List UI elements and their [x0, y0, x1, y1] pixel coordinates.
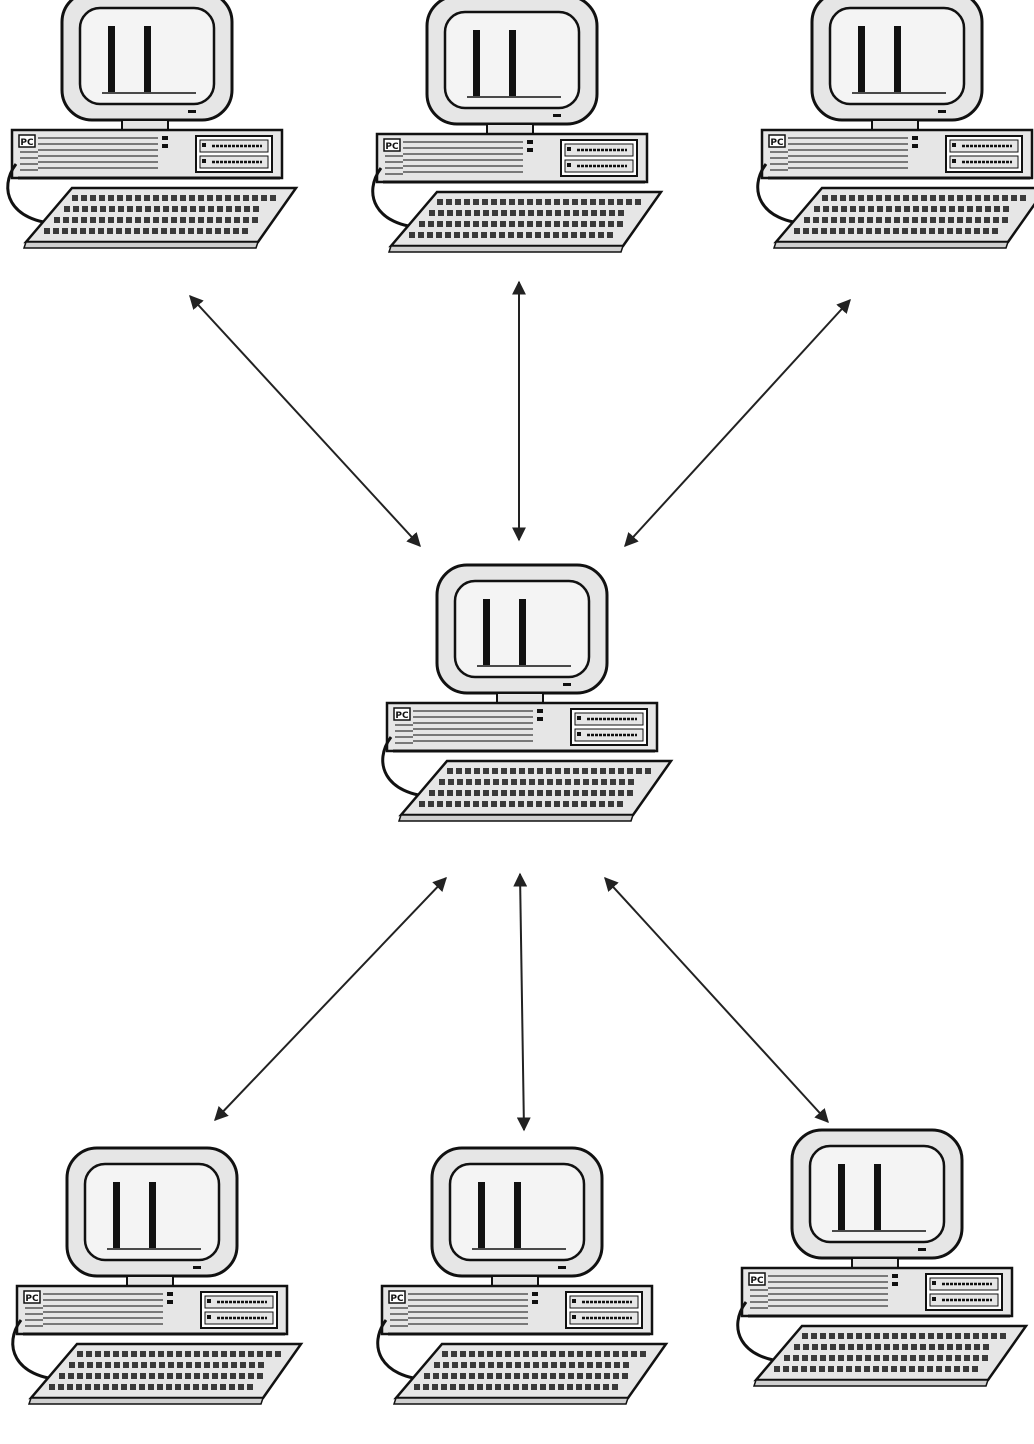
keyboard [392, 1342, 669, 1405]
computer-pc-top-right: PC [756, 0, 1034, 249]
keyboard [387, 190, 664, 253]
link-hub-pc-top-right [624, 298, 851, 548]
screen-bar [874, 1164, 881, 1230]
network-links [189, 280, 851, 1132]
monitor [65, 1146, 239, 1278]
screen-bar [838, 1164, 845, 1230]
system-unit: PC [10, 128, 284, 180]
system-unit: PC [380, 1284, 654, 1336]
link-hub-pc-bottom-right [604, 876, 829, 1124]
computer-pc-bottom-right: PC [736, 1128, 1029, 1387]
screen-bar [509, 30, 516, 96]
screen-bar [144, 26, 151, 92]
system-unit: PC [760, 128, 1034, 180]
keyboard [22, 186, 299, 249]
computer-pc-bottom-center: PC [376, 1146, 669, 1405]
keyboard [752, 1324, 1029, 1387]
screen-bar [519, 599, 526, 665]
pc-badge: PC [20, 138, 34, 148]
screen-bar [113, 1182, 120, 1248]
screen-bar [473, 30, 480, 96]
system-unit: PC [15, 1284, 289, 1336]
screen-bar [483, 599, 490, 665]
pc-badge: PC [25, 1294, 39, 1304]
screen-bar [894, 26, 901, 92]
screen-bar [514, 1182, 521, 1248]
pc-badge: PC [385, 142, 399, 152]
keyboard [397, 759, 674, 822]
computer-pc-top-left: PC [6, 0, 299, 249]
keyboard [772, 186, 1034, 249]
monitor [810, 0, 984, 122]
monitor [790, 1128, 964, 1260]
screen-bar [149, 1182, 156, 1248]
computer-pc-bottom-left: PC [11, 1146, 304, 1405]
monitor [60, 0, 234, 122]
pc-badge: PC [750, 1276, 764, 1286]
monitor [425, 0, 599, 126]
pc-badge: PC [390, 1294, 404, 1304]
network-nodes: PC PC PC PC PC PC PC [6, 0, 1034, 1405]
pc-badge: PC [770, 138, 784, 148]
monitor [430, 1146, 604, 1278]
system-unit: PC [385, 701, 659, 753]
screen-bar [478, 1182, 485, 1248]
link-hub-pc-bottom-left [214, 876, 447, 1122]
system-unit: PC [740, 1266, 1014, 1318]
pc-badge: PC [395, 711, 409, 721]
system-unit: PC [375, 132, 649, 184]
screen-bar [858, 26, 865, 92]
computer-pc-top-center: PC [371, 0, 664, 253]
link-hub-pc-bottom-center [513, 872, 531, 1132]
computer-hub: PC [381, 563, 674, 822]
monitor [435, 563, 609, 695]
keyboard [27, 1342, 304, 1405]
screen-bar [108, 26, 115, 92]
link-hub-pc-top-left [189, 294, 421, 548]
